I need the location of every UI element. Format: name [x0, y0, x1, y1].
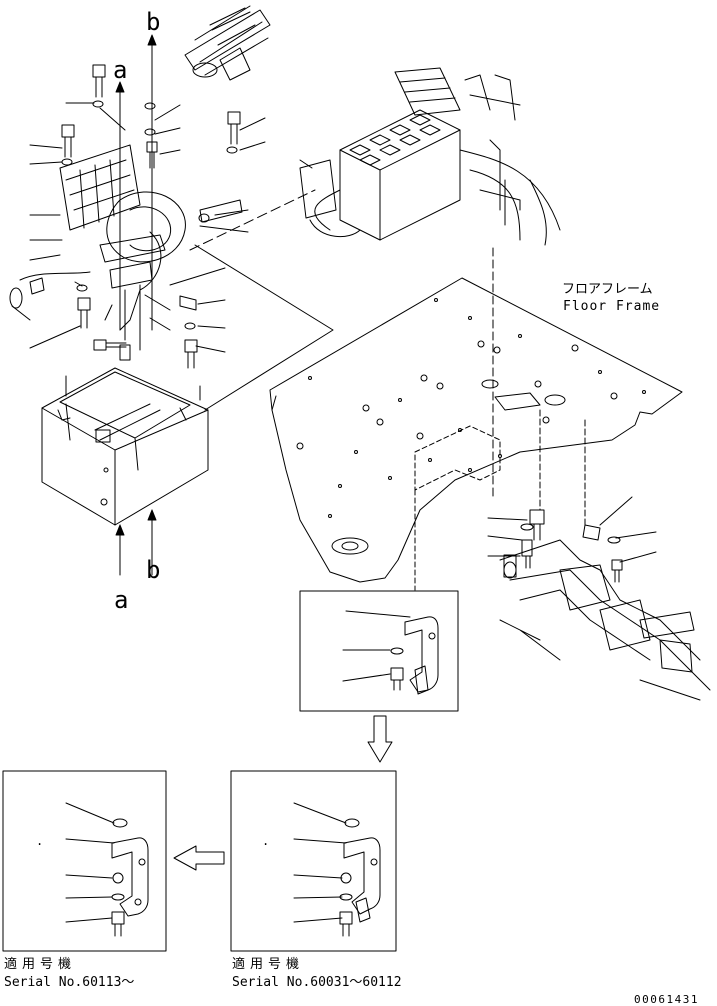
callout-b-top: b — [146, 8, 160, 36]
right-panel-title: 適用号機 — [232, 956, 304, 972]
text-labels: b a a b フロアフレーム Floor Frame . . 適用号機 Ser… — [4, 8, 699, 1006]
callout-a-top: a — [113, 56, 127, 84]
right-panel-serial: Serial No.60031～60112 — [232, 975, 402, 990]
harness-assembly-right — [499, 509, 711, 701]
right-panel-dot: . — [262, 834, 269, 848]
drawing-number: 00061431 — [634, 993, 699, 1006]
leader-lines — [11, 102, 657, 563]
bolts-left — [61, 64, 241, 369]
left-panel-title: 適用号機 — [4, 956, 76, 972]
detail-panel-center — [299, 590, 459, 763]
detail-panel-left — [2, 770, 167, 952]
left-panel-serial: Serial No.60113～ — [4, 975, 134, 990]
detail-panel-right — [230, 770, 397, 952]
left-panel-dot: . — [36, 834, 43, 848]
callout-b-bottom: b — [146, 556, 160, 584]
floor-frame-en: Floor Frame — [563, 299, 660, 314]
floor-frame-plate — [189, 189, 683, 591]
arrow-left — [173, 845, 225, 871]
callout-a-bottom: a — [114, 586, 128, 614]
leader-box-frame — [194, 244, 334, 411]
connector-group-top — [184, 5, 271, 81]
callout-arrows — [115, 34, 157, 576]
fuse-relay-block — [299, 67, 561, 246]
frame-holes — [296, 298, 646, 518]
controller-box — [41, 367, 209, 526]
floor-frame-jp: フロアフレーム — [562, 282, 653, 297]
harness-assembly-left — [9, 144, 243, 361]
